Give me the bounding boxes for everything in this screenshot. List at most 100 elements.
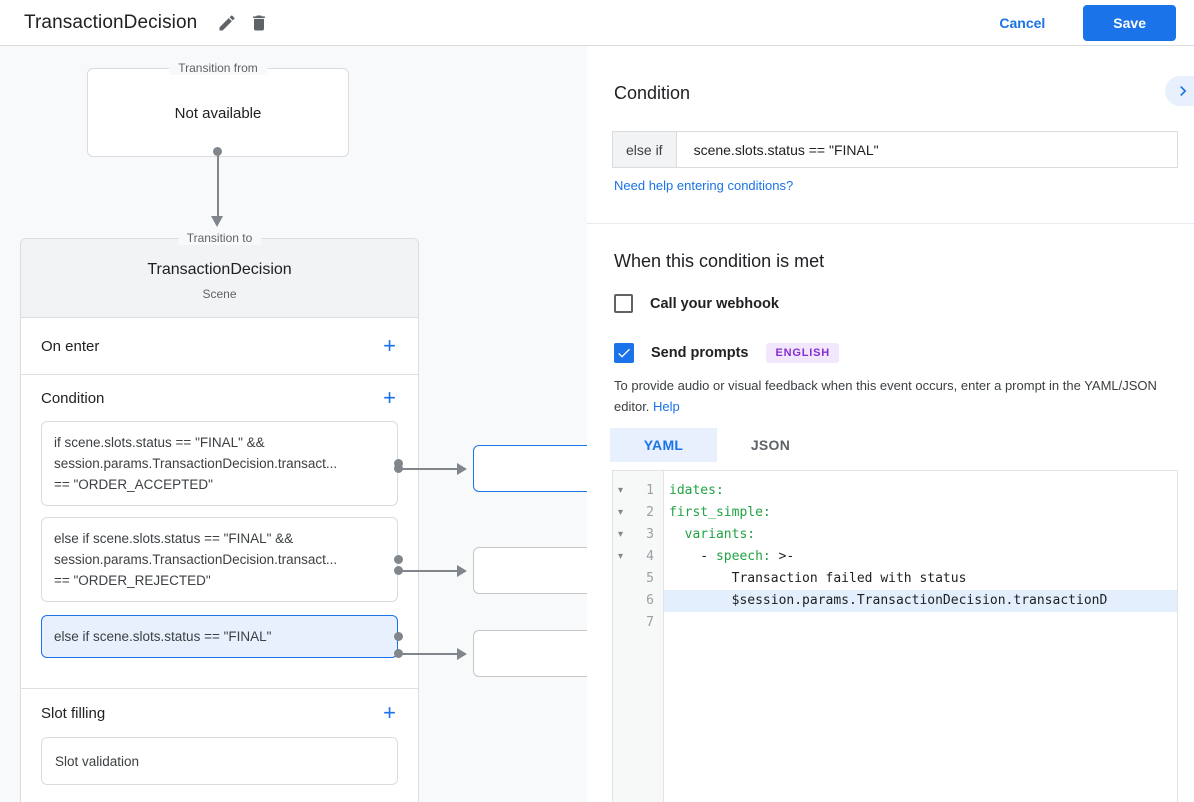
prompt-helper-text: To provide audio or visual feedback when…: [614, 376, 1170, 418]
condition-section: Condition + if scene.slots.status == "FI…: [21, 375, 418, 689]
editor-line-6: 6 $session.params.TransactionDecision.tr…: [613, 590, 1177, 612]
transition-target-node[interactable]: [473, 630, 587, 677]
save-button[interactable]: Save: [1083, 4, 1176, 41]
transition-to-legend: Transition to: [177, 231, 262, 245]
condition-item-text: == "ORDER_ACCEPTED": [54, 477, 213, 492]
condition-item-text: if scene.slots.status == "FINAL" &&: [54, 435, 265, 450]
flow-arrow-down-head: [211, 216, 223, 227]
chevron-right-icon: [1179, 86, 1186, 96]
line-number: 7: [646, 615, 654, 630]
fold-arrow-icon[interactable]: ▾: [618, 485, 624, 496]
transition-target-node[interactable]: [473, 445, 587, 492]
condition-header-row: Condition +: [21, 375, 418, 421]
condition-detail-panel: Condition else if Need help entering con…: [587, 46, 1194, 802]
connector-dot: [394, 555, 403, 564]
edit-title-button[interactable]: [211, 7, 243, 39]
connector-line: [402, 468, 463, 470]
transition-from-box: Transition from Not available: [87, 61, 349, 157]
collapse-panel-button[interactable]: [1165, 76, 1194, 106]
checkmark-icon: [618, 348, 630, 358]
tab-yaml[interactable]: YAML: [610, 428, 717, 462]
editor-gutter: ▾2: [613, 502, 664, 524]
editor-gutter: ▾1: [613, 480, 664, 502]
main-area: Transition from Not available Transition…: [0, 46, 1194, 802]
tab-json[interactable]: JSON: [750, 437, 791, 453]
editor-tabs: YAML JSON: [610, 428, 824, 462]
fold-arrow-icon[interactable]: ▾: [618, 551, 624, 562]
editor-line-3: ▾3 variants:: [613, 524, 1177, 546]
fold-arrow-icon[interactable]: ▾: [618, 529, 624, 540]
code-text: variants:: [684, 527, 756, 542]
editor-gutter: 6: [613, 590, 664, 612]
connector-arrowhead: [457, 648, 467, 660]
scene-card: Transition to TransactionDecision Scene …: [20, 231, 419, 802]
condition-prefix-label: else if: [612, 131, 677, 168]
condition-list: if scene.slots.status == "FINAL" &&sessi…: [21, 421, 418, 658]
code-text: [664, 612, 1177, 634]
connector-line: [402, 570, 463, 572]
slot-filling-label: Slot filling: [41, 704, 106, 722]
plus-icon: +: [383, 385, 396, 410]
send-prompts-checkbox-row[interactable]: Send prompts ENGLISH: [614, 343, 839, 363]
connector-dot: [394, 459, 403, 468]
condition-connector-arrow: [394, 463, 474, 475]
code-text: Transaction failed with status: [669, 571, 967, 586]
condition-help-link[interactable]: Need help entering conditions?: [614, 178, 794, 193]
slot-filling-section: Slot filling + Slot validation: [21, 689, 418, 785]
condition-expression-input[interactable]: [676, 131, 1178, 168]
webhook-checkbox[interactable]: [614, 294, 633, 313]
webhook-label: Call your webhook: [650, 295, 779, 312]
send-prompts-label: Send prompts: [651, 345, 749, 361]
editor-line-5: 5 Transaction failed with status: [613, 568, 1177, 590]
slot-validation-item[interactable]: Slot validation: [41, 737, 398, 785]
condition-item-2[interactable]: else if scene.slots.status == "FINAL" &&…: [41, 517, 403, 602]
language-badge: ENGLISH: [766, 343, 839, 363]
page-title: TransactionDecision: [24, 11, 198, 33]
condition-item-text: == "ORDER_REJECTED": [54, 573, 211, 588]
delete-scene-button[interactable]: [243, 7, 275, 39]
condition-label: Condition: [41, 389, 105, 407]
editor-line-4: ▾4 - speech: >-: [613, 546, 1177, 568]
code-text: idates:: [669, 483, 724, 498]
transition-target-node[interactable]: [473, 547, 587, 594]
help-link[interactable]: Help: [653, 398, 680, 414]
plus-icon: +: [383, 700, 396, 725]
code-text: - speech: >-: [669, 549, 795, 564]
connector-dot: [394, 566, 403, 575]
panel-condition-heading: Condition: [614, 83, 691, 103]
topbar: TransactionDecision Cancel Save: [0, 0, 1194, 46]
condition-connector-arrow: [394, 648, 474, 660]
condition-item-3[interactable]: else if scene.slots.status == "FINAL": [41, 615, 403, 658]
line-number: 1: [646, 483, 654, 498]
on-enter-row: On enter +: [21, 318, 418, 375]
line-number: 4: [646, 549, 654, 564]
cancel-button[interactable]: Cancel: [999, 14, 1046, 31]
editor-line-7: 7: [613, 612, 1177, 634]
panel-divider: [587, 223, 1194, 224]
transition-from-text: Not available: [174, 105, 262, 122]
line-number: 6: [646, 593, 654, 608]
send-prompts-checkbox[interactable]: [614, 343, 634, 363]
scene-card-header: TransactionDecision Scene: [21, 239, 418, 318]
connector-dot: [394, 632, 403, 641]
line-number: 2: [646, 505, 654, 520]
condition-item-1[interactable]: if scene.slots.status == "FINAL" &&sessi…: [41, 421, 403, 506]
condition-item-text: else if scene.slots.status == "FINAL": [54, 629, 272, 644]
webhook-checkbox-row[interactable]: Call your webhook: [614, 294, 779, 313]
trash-icon: [253, 15, 266, 30]
editor-gutter: ▾3: [613, 524, 664, 546]
add-on-enter-button[interactable]: +: [381, 335, 398, 357]
transition-from-legend: Transition from: [169, 61, 267, 75]
editor-gutter: ▾4: [613, 546, 664, 568]
fold-arrow-icon[interactable]: ▾: [618, 507, 624, 518]
editor-gutter: 7: [613, 612, 664, 634]
connector-arrowhead: [457, 565, 467, 577]
scene-diagram: Transition from Not available Transition…: [0, 46, 587, 802]
connector-arrowhead: [457, 463, 467, 475]
add-slot-button[interactable]: +: [381, 702, 398, 724]
add-condition-button[interactable]: +: [381, 387, 398, 409]
code-text: $session.params.TransactionDecision.tran…: [664, 590, 1177, 612]
